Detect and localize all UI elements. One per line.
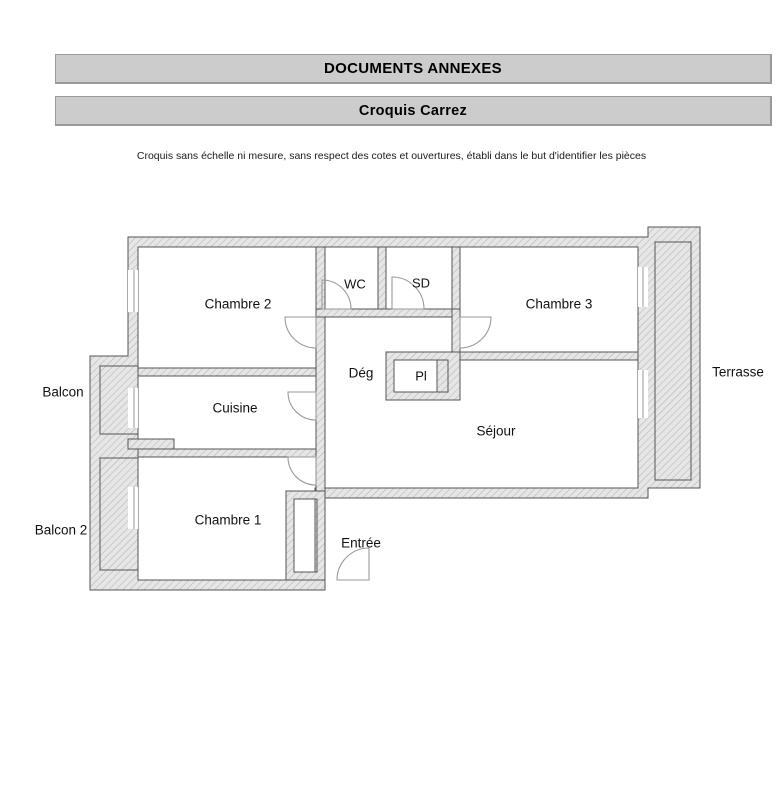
door-arc-cuisine — [287, 391, 317, 421]
room-labels-group: Chambre 2 WC SD Chambre 3 Cuisine Dég Pl… — [195, 275, 593, 550]
outer-wall-envelope — [89, 226, 701, 591]
wall-cuisine-chambre1 — [137, 448, 325, 458]
disclaimer-text: Croquis sans échelle ni mesure, sans res… — [0, 150, 783, 162]
door-swings-group — [284, 276, 492, 581]
room-label-wc: WC — [344, 276, 366, 291]
room-label-entree: Entrée — [341, 536, 381, 551]
exterior-label-terrasse: Terrasse — [712, 365, 764, 380]
room-label-sejour: Séjour — [476, 424, 516, 439]
documents-annexes-title: DOCUMENTS ANNEXES — [324, 60, 502, 77]
room-label-cuisine: Cuisine — [212, 401, 257, 416]
wall-stub-cuisine-left — [127, 438, 175, 450]
exterior-label-balcon-2: Balcon 2 — [35, 523, 88, 538]
window-chambre1-left — [128, 487, 138, 529]
window-mullions — [133, 267, 644, 529]
door-arc-chambre2 — [284, 316, 317, 349]
wall-under-wc-sd — [315, 308, 461, 318]
croquis-carrez-banner: Croquis Carrez — [55, 96, 772, 126]
room-label-deg: Dég — [349, 366, 374, 381]
door-gap-entree — [333, 580, 369, 590]
window-cuisine-left — [128, 388, 138, 428]
room-label-chambre3: Chambre 3 — [526, 297, 593, 312]
walls-group — [89, 226, 701, 591]
entree-closet-block — [285, 490, 326, 581]
exterior-labels-group: Balcon Balcon 2 Terrasse — [35, 365, 764, 538]
croquis-carrez-title: Croquis Carrez — [358, 102, 468, 119]
wall-sd-chambre3 — [451, 246, 461, 318]
placard-divider — [436, 359, 449, 393]
window-chambre2-left — [128, 270, 138, 312]
wall-chambre3-sejour — [451, 351, 639, 361]
door-arc-entree — [336, 547, 370, 581]
door-arc-wc — [321, 279, 352, 310]
room-label-chambre1: Chambre 1 — [195, 513, 262, 528]
room-label-pl: Pl — [415, 368, 427, 383]
exterior-label-balcon: Balcon — [42, 385, 83, 400]
room-label-sd: SD — [412, 275, 430, 290]
door-arc-chambre3 — [459, 316, 492, 349]
documents-annexes-banner: DOCUMENTS ANNEXES — [55, 54, 772, 84]
door-arc-chambre1 — [287, 456, 317, 486]
disclaimer-label: Croquis sans échelle ni mesure, sans res… — [136, 150, 647, 162]
door-arc-sd — [391, 276, 425, 310]
room-label-chambre2: Chambre 2 — [205, 297, 272, 312]
floor-plan-svg: Chambre 2 WC SD Chambre 3 Cuisine Dég Pl… — [35, 226, 764, 591]
floor-plan-container: Chambre 2 WC SD Chambre 3 Cuisine Dég Pl… — [0, 210, 783, 630]
wall-deg-right-upper — [377, 246, 387, 318]
terrasse-slab — [654, 241, 692, 481]
wall-chambre2-cuisine — [137, 367, 325, 377]
wall-deg-left — [315, 246, 326, 499]
